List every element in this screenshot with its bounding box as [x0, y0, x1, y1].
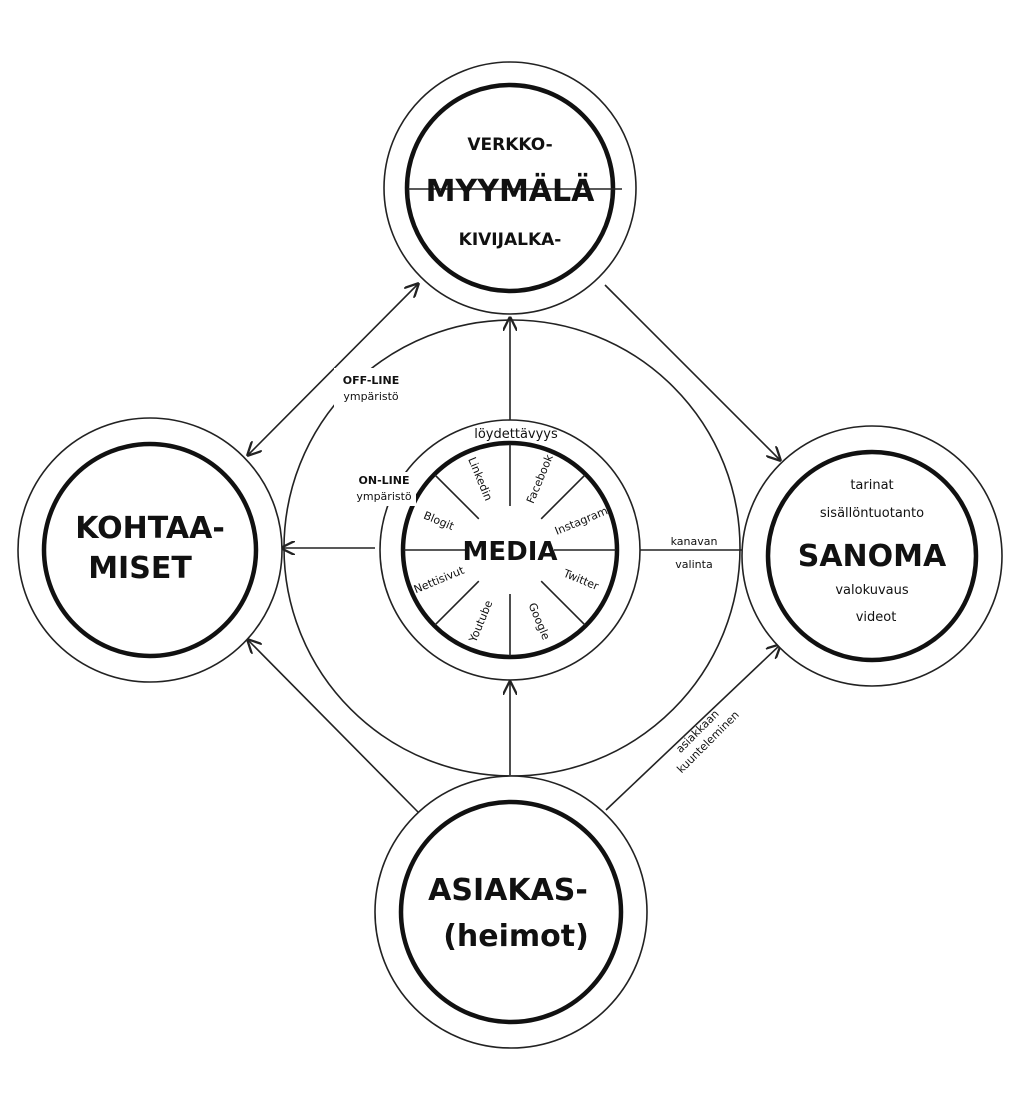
- sanoma-item-sisallontuotanto: sisällöntuotanto: [820, 506, 924, 521]
- media-spoke: [540, 474, 586, 520]
- offline-sublabel: ympäristö: [343, 390, 399, 403]
- offline-label: OFF-LINE: [343, 374, 399, 387]
- node-kohtaamiset: KOHTAA- MISET: [17, 417, 283, 683]
- online-sublabel: ympäristö: [356, 490, 412, 503]
- myymala-title: MYYMÄLÄ: [426, 173, 595, 209]
- media-spoke: [434, 580, 480, 626]
- kohtaamiset-line2: MISET: [88, 551, 192, 586]
- findability-label: löydettävyys: [474, 427, 558, 442]
- sanoma-item-tarinat: tarinat: [850, 478, 893, 493]
- node-sanoma: tarinat sisällöntuotanto SANOMA valokuva…: [741, 425, 1003, 687]
- arrow-myymala-kohtaamiset: [248, 284, 418, 455]
- asiakas-line1: ASIAKAS-: [428, 873, 588, 908]
- myymala-line1: VERKKO-: [467, 135, 552, 155]
- node-asiakas: ASIAKAS- (heimot): [374, 775, 648, 1049]
- media-spoke: [434, 474, 480, 520]
- arrow-asiakas-sanoma: [605, 645, 780, 811]
- node-myymala: VERKKO- MYYMÄLÄ KIVIJALKA-: [383, 61, 637, 315]
- media-spoke: [540, 580, 586, 626]
- media-title: MEDIA: [462, 537, 557, 567]
- channel-label-2: valinta: [675, 558, 712, 571]
- media-spokes: [404, 444, 616, 656]
- listening-label: asiakkaan kuunteleminen: [673, 707, 741, 775]
- asiakas-line2: (heimot): [443, 919, 589, 954]
- media-hub: MEDIA löydettävyys FacebookInstagramTwit…: [379, 419, 641, 681]
- arrow-myymala-sanoma: [604, 284, 780, 460]
- sanoma-title: SANOMA: [798, 539, 947, 574]
- arrow-asiakas-kohtaamiset: [248, 640, 419, 813]
- myymala-line3: KIVIJALKA-: [459, 230, 562, 250]
- kohtaamiset-line1: KOHTAA-: [75, 511, 225, 546]
- channel-label-1: kanavan: [671, 535, 718, 548]
- sanoma-item-videot: videot: [856, 610, 897, 625]
- sanoma-item-valokuvaus: valokuvaus: [835, 583, 908, 598]
- online-label: ON-LINE: [359, 474, 410, 487]
